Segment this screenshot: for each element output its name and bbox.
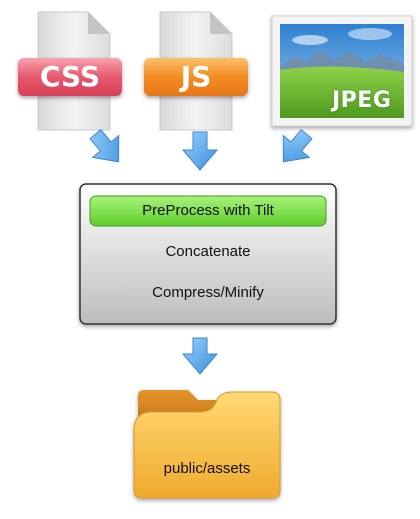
tilt-step-label: PreProcess with Tilt: [142, 202, 274, 219]
js-badge: [144, 58, 248, 96]
folder-label: public/assets: [163, 460, 251, 477]
arrow-down-icon: [282, 129, 313, 163]
css-badge-label: CSS: [39, 60, 101, 93]
jpeg-label: JPEG: [332, 88, 392, 113]
arrow-down-icon: [181, 337, 219, 375]
compress-step-label: Compress/Minify: [152, 284, 264, 301]
arrow-down-icon: [181, 131, 219, 171]
css-file-icon: [18, 11, 122, 131]
arrow-down-icon: [89, 129, 120, 163]
js-file-icon: [144, 11, 248, 131]
tilt-step-box: [89, 195, 327, 227]
css-badge: [18, 58, 122, 96]
folder-icon: [133, 390, 281, 499]
concatenate-step-label: Concatenate: [165, 243, 251, 260]
jpeg-image-icon: [271, 15, 413, 127]
js-badge-label: JS: [180, 60, 212, 93]
